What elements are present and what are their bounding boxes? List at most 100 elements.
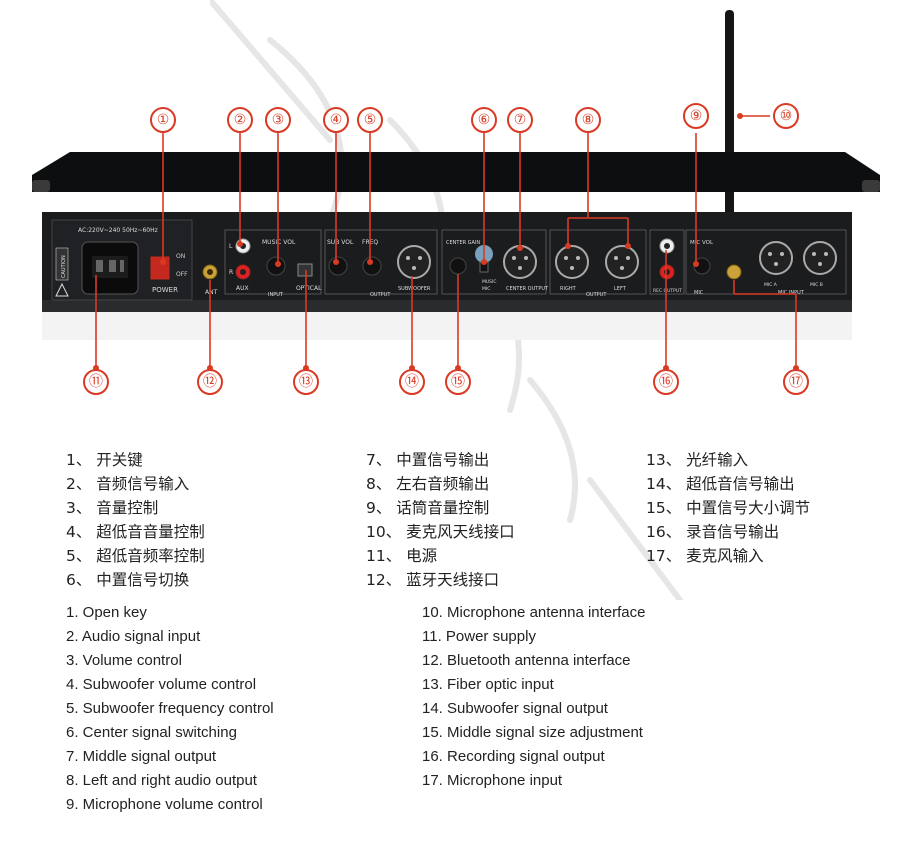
legend-en-item: 6. Center signal switching: [66, 724, 237, 741]
callout-17: ⑰: [783, 369, 809, 395]
power-section: AC:220V~240 50Hz~60Hz CAUTION ON OFF POW…: [51, 219, 193, 301]
subwoofer-xlr: [397, 245, 431, 279]
legend-en-column-2: 10. Microphone antenna interface 11. Pow…: [422, 601, 645, 793]
bluetooth-antenna-jack: ANT: [202, 264, 218, 296]
callout-5: ⑤: [357, 107, 383, 133]
center-section: CENTER GAIN MUSIC MIC CENTER OUTPUT: [441, 229, 549, 295]
svg-text:MIC B: MIC B: [810, 282, 823, 288]
legend-zh-item: 10、 麦克风天线接口: [366, 523, 515, 541]
svg-text:MUSIC VOL: MUSIC VOL: [262, 239, 296, 246]
callout-8: ⑧: [575, 107, 601, 133]
callout-11: ⑪: [83, 369, 109, 395]
svg-text:RIGHT: RIGHT: [560, 286, 577, 292]
sub-frequency-knob: [362, 256, 382, 276]
callout-4: ④: [323, 107, 349, 133]
legend-en-item: 12. Bluetooth antenna interface: [422, 652, 631, 669]
legend-zh-column-3: 13、 光纤输入 14、 超低音信号输出 15、 中置信号大小调节 16、 录音…: [646, 448, 810, 568]
legend-zh-item: 15、 中置信号大小调节: [646, 499, 811, 517]
legend-zh-item: 3、 音量控制: [66, 499, 159, 517]
legend-zh-item: 6、 中置信号切换: [66, 571, 190, 589]
callout-1: ①: [150, 107, 176, 133]
svg-text:MIC: MIC: [694, 290, 704, 296]
power-switch: [149, 255, 171, 281]
legend-zh-item: 2、 音频信号输入: [66, 475, 190, 493]
label-caution: CAUTION: [61, 255, 67, 278]
legend-en-item: 14. Subwoofer signal output: [422, 700, 608, 717]
antenna: [722, 10, 737, 245]
svg-text:SUB VOL: SUB VOL: [327, 239, 354, 246]
legend-en-item: 3. Volume control: [66, 652, 182, 669]
legend-zh-item: 17、 麦克风输入: [646, 547, 764, 565]
legend-zh-item: 14、 超低音信号输出: [646, 475, 795, 493]
subwoofer-section: SUB VOL FREQ SUBWOOFER OUTPUT: [324, 229, 438, 298]
callout-14: ⑭: [399, 369, 425, 395]
legend-en-item: 15. Middle signal size adjustment: [422, 724, 643, 741]
legend-zh-item: 4、 超低音音量控制: [66, 523, 205, 541]
legend-zh-item: 1、 开关键: [66, 451, 143, 469]
svg-text:POWER: POWER: [152, 286, 178, 294]
svg-text:CENTER OUTPUT: CENTER OUTPUT: [506, 286, 549, 292]
legend-en-column-1: 1. Open key 2. Audio signal input 3. Vol…: [66, 601, 274, 817]
svg-text:ON: ON: [176, 253, 185, 260]
legend-en-item: 13. Fiber optic input: [422, 676, 554, 693]
left-xlr: [605, 245, 639, 279]
center-gain-knob: [449, 257, 467, 275]
callout-3: ③: [265, 107, 291, 133]
callout-2: ②: [227, 107, 253, 133]
leader-lines: [95, 115, 797, 368]
legend-zh-column-2: 7、 中置信号输出 8、 左右音频输出 9、 话筒音量控制 10、 麦克风天线接…: [366, 448, 515, 592]
legend-zh-column-1: 1、 开关键 2、 音频信号输入 3、 音量控制 4、 超低音音量控制 5、 超…: [66, 448, 205, 592]
label-power-rating: AC:220V~240 50Hz~60Hz: [78, 227, 158, 234]
svg-text:OUTPUT: OUTPUT: [586, 292, 607, 298]
svg-text:MIC VOL: MIC VOL: [690, 240, 714, 246]
sub-volume-knob: [328, 256, 348, 276]
svg-text:ANT: ANT: [205, 289, 218, 296]
mic-antenna-jack: [726, 264, 742, 280]
svg-text:R: R: [229, 269, 233, 276]
legend-en-item: 1. Open key: [66, 604, 147, 621]
legend-zh-item: 9、 话筒音量控制: [366, 499, 490, 517]
legend-en-item: 17. Microphone input: [422, 772, 563, 789]
legend-zh-item: 5、 超低音频率控制: [66, 547, 205, 565]
callout-7: ⑦: [507, 107, 533, 133]
right-xlr: [555, 245, 589, 279]
svg-text:MIC A: MIC A: [764, 282, 778, 288]
legend-en-item: 8. Left and right audio output: [66, 772, 257, 789]
svg-text:OUTPUT: OUTPUT: [370, 292, 391, 298]
mic-b-xlr: [803, 241, 837, 275]
svg-text:MUSIC: MUSIC: [482, 279, 497, 285]
legend-zh-item: 13、 光纤输入: [646, 451, 749, 469]
legend-en-item: 16. Recording signal output: [422, 748, 605, 765]
legend-en-item: 11. Power supply: [422, 628, 536, 645]
legend-zh-item: 12、 蓝牙天线接口: [366, 571, 500, 589]
legend-en-item: 2. Audio signal input: [66, 628, 201, 645]
legend-en-item: 4. Subwoofer volume control: [66, 676, 257, 693]
mic-a-xlr: [759, 241, 793, 275]
svg-text:LEFT: LEFT: [614, 286, 627, 292]
svg-text:MIC INPUT: MIC INPUT: [778, 290, 805, 296]
callout-12: ⑫: [197, 369, 223, 395]
legend-zh-item: 7、 中置信号输出: [366, 451, 490, 469]
svg-text:L: L: [229, 243, 233, 250]
svg-text:INPUT: INPUT: [268, 292, 284, 298]
svg-text:SUBWOOFER: SUBWOOFER: [398, 286, 431, 292]
callout-6: ⑥: [471, 107, 497, 133]
legend-zh-item: 16、 录音信号输出: [646, 523, 780, 541]
legend-en-item: 7. Middle signal output: [66, 748, 217, 765]
callout-10: ⑩: [773, 103, 799, 129]
callout-9: ⑨: [683, 103, 709, 129]
optical-port: [297, 263, 313, 277]
svg-text:MIC: MIC: [482, 286, 490, 292]
svg-text:CENTER GAIN: CENTER GAIN: [446, 240, 480, 246]
svg-text:AUX: AUX: [236, 285, 249, 292]
legend-en-item: 10. Microphone antenna interface: [422, 604, 646, 621]
mic-section: MIC VOL MIC MIC A MIC B MIC INPUT: [685, 229, 847, 296]
callout-15: ⑮: [445, 369, 471, 395]
legend-zh-item: 8、 左右音频输出: [366, 475, 490, 493]
legend-en-item: 9. Microphone volume control: [66, 796, 263, 813]
svg-text:OFF: OFF: [176, 271, 188, 278]
svg-text:OPTICAL: OPTICAL: [296, 285, 322, 292]
callout-13: ⑬: [293, 369, 319, 395]
